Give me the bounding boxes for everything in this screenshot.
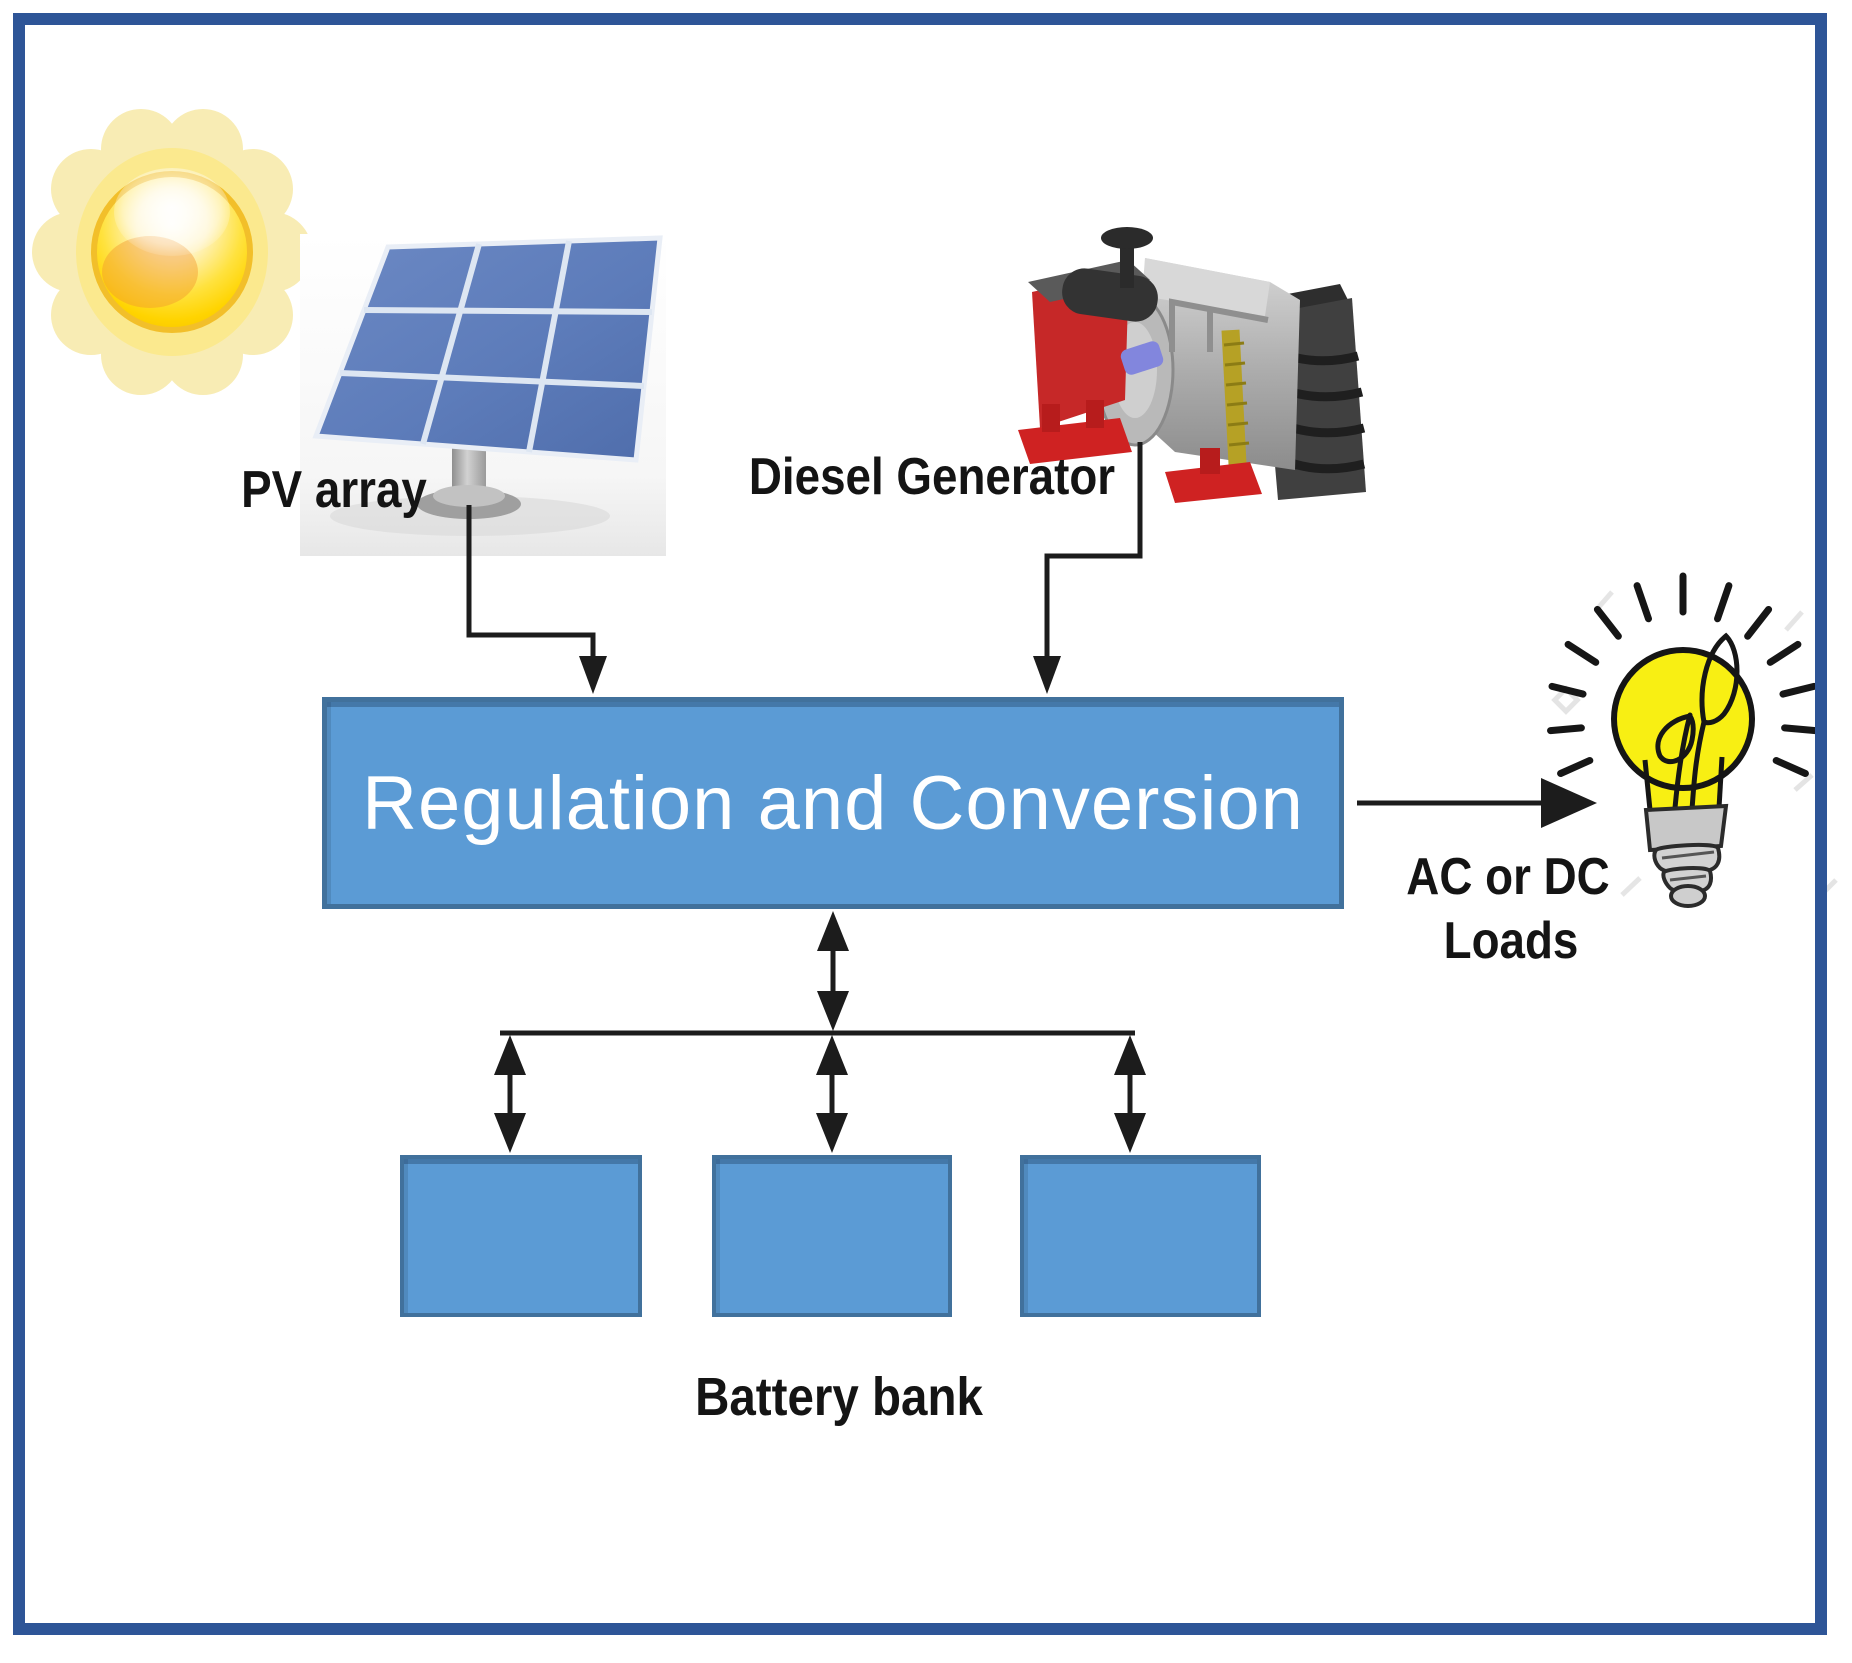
regulation-and-conversion-box: Regulation and Conversion [322, 697, 1344, 909]
regulation-and-conversion-label: Regulation and Conversion [362, 760, 1304, 846]
connector-regulation-to-battery-bus [817, 911, 849, 1031]
solar-panel-icon [300, 234, 666, 556]
battery-bank-label: Battery bank [695, 1367, 983, 1427]
sun-icon [32, 109, 312, 395]
connector-bus-to-battery-1 [494, 1035, 526, 1153]
diesel-generator-icon [1018, 227, 1366, 503]
connector-bus-to-battery-3 [1114, 1035, 1146, 1153]
connector-regulation-to-loads [1357, 778, 1597, 828]
battery-box-2 [712, 1155, 952, 1317]
battery-box-1 [400, 1155, 642, 1317]
loads-label-line1: AC or DC [1406, 848, 1610, 906]
battery-box-3 [1020, 1155, 1261, 1317]
connector-generator-to-regulation [1033, 442, 1143, 694]
light-bulb-icon [1547, 572, 1838, 908]
diesel-generator-label: Diesel Generator [748, 448, 1116, 506]
connector-pv-to-regulation [466, 505, 607, 694]
loads-label-line2: Loads [1443, 912, 1579, 970]
connector-bus-to-battery-2 [816, 1035, 848, 1153]
pv-array-label: PV array [241, 461, 427, 519]
